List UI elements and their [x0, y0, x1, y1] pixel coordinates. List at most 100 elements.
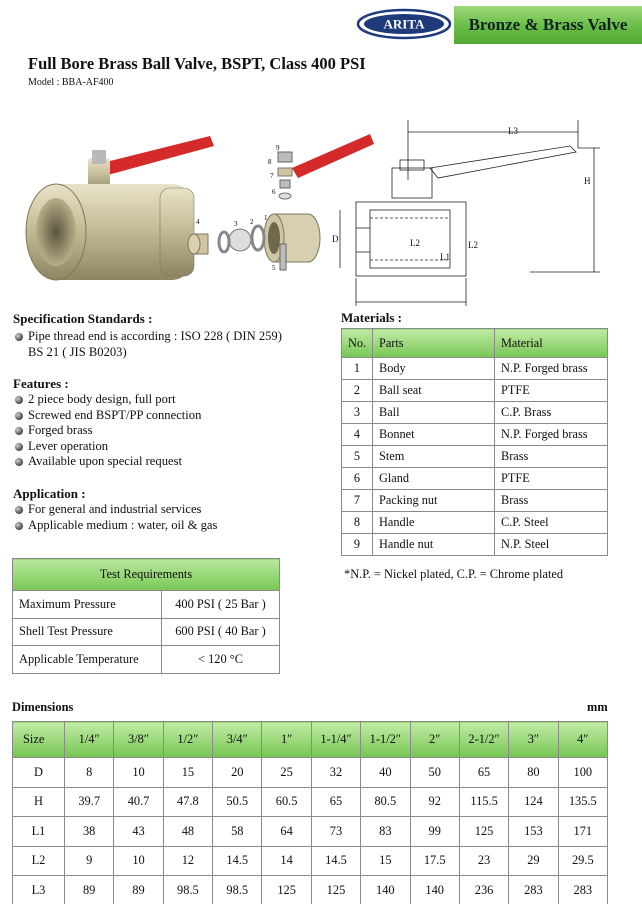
table-cell: 14 — [261, 845, 312, 876]
part-number-6: 6 — [272, 188, 276, 196]
table-cell: 236 — [458, 875, 510, 904]
table-cell: 135.5 — [557, 786, 609, 817]
bullet-icon — [15, 442, 23, 451]
table-cell: 50 — [409, 757, 460, 788]
exploded-view: 9 8 7 6 5 4 3 2 1 — [187, 134, 374, 272]
part-number-8: 8 — [268, 158, 272, 166]
table-cell: 115.5 — [458, 786, 510, 817]
table-cell: 29 — [508, 845, 559, 876]
table-cell: 23 — [458, 845, 510, 876]
specification-list: Pipe thread end is according : ISO 228 (… — [13, 329, 282, 360]
table-cell: 14.5 — [212, 845, 263, 876]
table-cell: 43 — [113, 816, 164, 847]
part-number-1: 1 — [264, 214, 268, 222]
table-cell: 153 — [508, 816, 559, 847]
table-cell: 25 — [261, 757, 312, 788]
table-cell: 125 — [261, 875, 312, 904]
size-header: 3/8″ — [113, 721, 164, 758]
table-cell: 15 — [360, 845, 411, 876]
specification-heading: Specification Standards : — [13, 311, 153, 326]
table-cell: 9 — [63, 845, 115, 876]
table-cell: 100 — [557, 757, 609, 788]
table-cell: 140 — [409, 875, 460, 904]
bullet-icon — [15, 411, 23, 420]
table-cell: 40 — [360, 757, 411, 788]
table-cell: 98.5 — [212, 875, 263, 904]
table-row: Maximum Pressure 400 PSI ( 25 Bar ) — [12, 590, 280, 619]
column-header-parts: Parts — [372, 328, 495, 358]
bullet-icon — [15, 458, 23, 466]
table-cell: 17.5 — [409, 845, 460, 876]
list-item: Lever operation — [13, 439, 201, 455]
table-cell: 10 — [113, 757, 164, 788]
size-header: 2″ — [409, 721, 460, 758]
size-header: 1/2″ — [162, 721, 214, 758]
part-number-3: 3 — [234, 220, 238, 228]
dim-label-l2-inner: L2 — [410, 238, 420, 248]
arita-logo: ARITA — [356, 8, 452, 40]
row-label: D — [12, 757, 65, 788]
test-requirements-table: Test Requirements Maximum Pressure 400 P… — [12, 558, 280, 674]
size-header: 2-1/2″ — [458, 721, 510, 758]
table-cell: 15 — [162, 757, 214, 788]
column-header-material: Material — [494, 328, 608, 358]
row-label: H — [12, 786, 65, 817]
table-cell: 124 — [508, 786, 559, 817]
table-cell: 125 — [458, 816, 510, 847]
bullet-icon — [15, 506, 23, 514]
dim-label-l3: L3 — [508, 126, 518, 136]
logo-text: ARITA — [384, 17, 426, 32]
table-cell: 80 — [508, 757, 559, 788]
table-cell: 99 — [409, 816, 460, 847]
dimensions-heading: Dimensions — [12, 700, 74, 714]
features-list: 2 piece body design, full port Screwed e… — [13, 392, 201, 470]
dim-label-d: D — [332, 234, 339, 244]
table-cell: 29.5 — [557, 845, 609, 876]
table-cell: 20 — [212, 757, 263, 788]
table-cell: 98.5 — [162, 875, 214, 904]
list-item: Forged brass — [13, 423, 201, 439]
bullet-icon — [15, 396, 23, 404]
table-cell: 140 — [360, 875, 411, 904]
table-cell: 14.5 — [310, 845, 362, 876]
table-cell: 283 — [508, 875, 559, 904]
product-title: Full Bore Brass Ball Valve, BSPT, Class … — [28, 54, 366, 73]
bullet-icon — [15, 521, 23, 530]
brand-banner: Bronze & Brass Valve — [454, 6, 642, 44]
dim-label-l1: L1 — [440, 252, 450, 262]
list-item: Applicable medium : water, oil & gas — [13, 518, 217, 534]
table-cell: 12 — [162, 845, 214, 876]
materials-note: *N.P. = Nickel plated, C.P. = Chrome pla… — [344, 567, 564, 581]
table-cell: 32 — [310, 757, 362, 788]
table-cell: 283 — [557, 875, 609, 904]
table-cell: 58 — [212, 816, 263, 847]
part-number-5: 5 — [272, 264, 276, 272]
table-cell: 39.7 — [63, 786, 115, 817]
table-cell: 92 — [409, 786, 460, 817]
table-cell: 89 — [113, 875, 164, 904]
brand-text: Bronze & Brass Valve — [468, 15, 628, 34]
table-cell: 48 — [162, 816, 214, 847]
dim-label-h: H — [584, 176, 591, 186]
table-cell: 40.7 — [113, 786, 164, 817]
table-cell: 125 — [310, 875, 362, 904]
dimensions-table: Size 1/4″ 3/8″ 1/2″ 3/4″ 1″ 1-1/4″ 1-1/2… — [12, 721, 609, 904]
table-cell: 60.5 — [261, 786, 312, 817]
valve-photo — [25, 136, 214, 281]
table-row: Applicable Temperature < 120 °C — [12, 645, 280, 674]
part-number-4: 4 — [196, 218, 200, 226]
table-cell: 83 — [360, 816, 411, 847]
row-label: L1 — [12, 816, 65, 847]
part-number-9: 9 — [276, 144, 280, 152]
materials-heading: Materials : — [341, 310, 403, 325]
size-header: 1/4″ — [63, 721, 115, 758]
